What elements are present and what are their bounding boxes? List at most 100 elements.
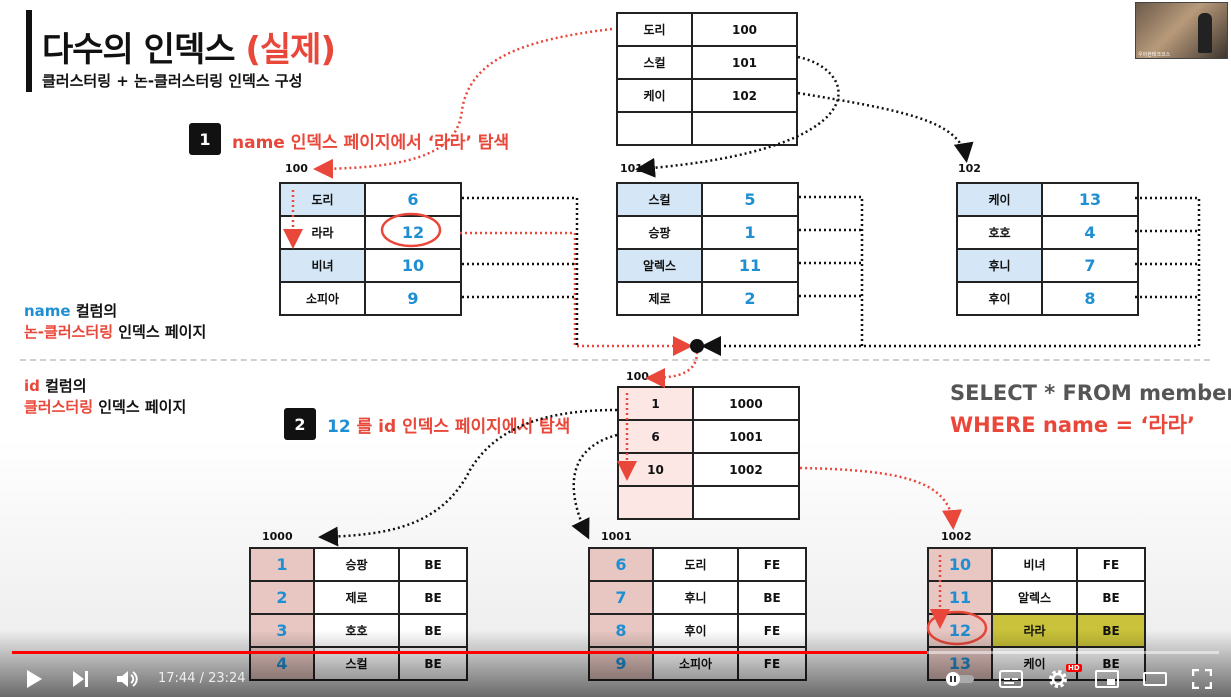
pointer-cell: 101 xyxy=(691,45,798,80)
name-cell: 도리 xyxy=(652,547,739,582)
id-cell: 13 xyxy=(1041,182,1139,217)
title-highlight: (실제) xyxy=(245,30,336,70)
fullscreen-icon[interactable] xyxy=(1190,668,1214,690)
key-cell: 도리 xyxy=(616,12,693,47)
name-cell: 후니 xyxy=(652,580,739,615)
name-cell: 알렉스 xyxy=(991,580,1078,615)
pointer-cell: 1000 xyxy=(692,386,800,421)
pointer-cell: 100 xyxy=(691,12,798,47)
id-root-label: 100 xyxy=(626,370,649,383)
team-cell: BE xyxy=(398,547,468,582)
step1-desc: 인덱스 페이지에서 ‘라라’ 탐색 xyxy=(284,133,510,153)
caption-col: name xyxy=(24,302,71,320)
caption-kind: 클러스터링 xyxy=(24,398,94,416)
step1-text: name 인덱스 페이지에서 ‘라라’ 탐색 xyxy=(232,128,509,153)
presenter-figure xyxy=(1198,13,1212,53)
step1-badge: 1 xyxy=(189,123,221,155)
id-index-caption: id 컬럼의 클러스터링 인덱스 페이지 xyxy=(24,376,186,418)
caption-kind: 논-클러스터링 xyxy=(24,323,114,341)
sql-line-1: SELECT * FROM member xyxy=(950,381,1231,405)
id-cell: 12 xyxy=(364,215,462,250)
merge-point xyxy=(690,339,704,353)
lookup-arrow xyxy=(460,231,693,356)
team-cell: FE xyxy=(1076,547,1146,582)
key-cell: 호호 xyxy=(956,215,1043,250)
subtitles-icon[interactable] xyxy=(998,668,1024,690)
key-cell: 6 xyxy=(617,419,694,454)
id-cell: 2 xyxy=(701,281,799,316)
team-cell: BE xyxy=(737,580,807,615)
step2-badge: 2 xyxy=(284,408,316,440)
sql-line-2: WHERE name = ‘라라’ xyxy=(950,413,1195,437)
volume-icon[interactable] xyxy=(115,668,141,690)
row-pointer xyxy=(462,196,579,346)
key-cell: 후니 xyxy=(956,248,1043,283)
id-cell: 4 xyxy=(1041,215,1139,250)
key-cell: 스컬 xyxy=(616,45,693,80)
step2-value: 12 xyxy=(327,417,351,437)
key-cell: 제로 xyxy=(616,281,703,316)
pointer-cell: 1001 xyxy=(692,419,800,454)
pointer-cell xyxy=(692,485,800,520)
name-cell: 비녀 xyxy=(991,547,1078,582)
webcam-overlay: 우아한테크코스 xyxy=(1135,2,1228,59)
pointer-cell: 102 xyxy=(691,78,798,113)
name-index-caption: name 컬럼의 논-클러스터링 인덱스 페이지 xyxy=(24,301,206,343)
search-path-arrow xyxy=(313,27,613,179)
theater-icon[interactable] xyxy=(1142,668,1168,690)
pointer-arrow xyxy=(797,91,974,163)
id-cell: 6 xyxy=(588,547,654,582)
pointer-arrow xyxy=(318,408,618,547)
key-cell: 소피아 xyxy=(279,281,366,316)
key-cell xyxy=(616,111,693,146)
player-controls-shade xyxy=(0,630,1231,697)
progress-played xyxy=(12,651,927,654)
miniplayer-icon[interactable] xyxy=(1094,668,1120,690)
caption-kind-suffix: 인덱스 페이지 xyxy=(93,398,187,416)
name-cell: 제로 xyxy=(313,580,400,615)
caption-col: id xyxy=(24,377,40,395)
key-cell: 알렉스 xyxy=(616,248,703,283)
page-row xyxy=(617,485,800,520)
slide-subtitle: 클러스터링 + 논-클러스터링 인덱스 구성 xyxy=(42,72,303,90)
key-cell xyxy=(617,485,694,520)
team-cell: BE xyxy=(1076,580,1146,615)
highlight-circle xyxy=(380,212,442,248)
slide-title: 다수의 인덱스 (실제) xyxy=(42,22,336,71)
next-icon[interactable] xyxy=(70,668,92,690)
settings-icon[interactable] xyxy=(1046,667,1070,691)
time-display: 17:44 / 23:24 xyxy=(158,671,246,686)
row-pointer xyxy=(701,196,1201,356)
id-cell: 5 xyxy=(701,182,799,217)
row-pointer xyxy=(799,195,864,346)
play-icon[interactable] xyxy=(22,668,46,690)
title-text: 다수의 인덱스 xyxy=(42,30,246,70)
key-cell: 도리 xyxy=(279,182,366,217)
lookup-arrow xyxy=(645,351,699,388)
autoplay-toggle-icon[interactable] xyxy=(944,670,976,688)
key-cell: 스컬 xyxy=(616,182,703,217)
section-divider xyxy=(20,359,1210,361)
pointer-cell xyxy=(691,111,798,146)
id-leaf-label: 1000 xyxy=(262,530,293,543)
